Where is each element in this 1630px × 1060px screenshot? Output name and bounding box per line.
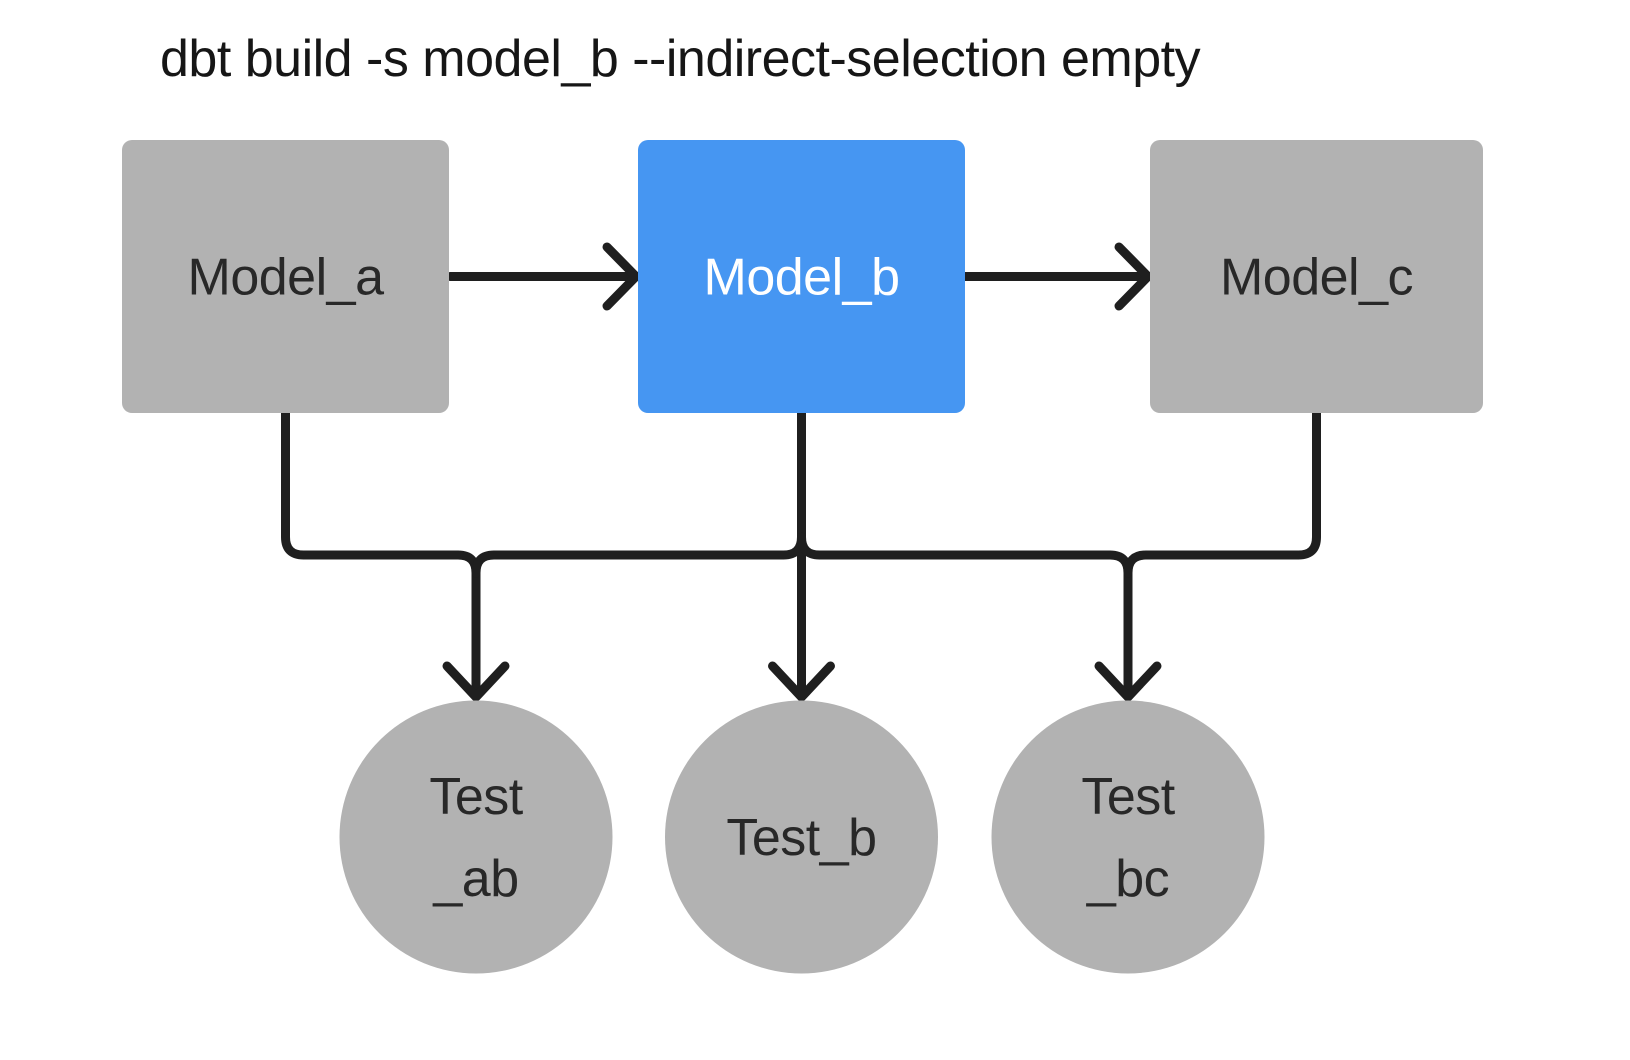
node-model-b-label: Model_b [704,249,900,307]
test-nodes: Test _ab Test_b Test _bc [339,700,1265,974]
node-test-ab [339,700,613,974]
node-model-b-selected [638,140,965,413]
arrowhead-into-test-b-icon [768,661,835,702]
arrowhead-into-model-b-icon [602,242,641,311]
node-model-a [122,140,449,413]
arrowhead-into-test-ab-icon [442,661,510,702]
node-test-bc [991,700,1265,974]
edge-model-b-to-test-bc [797,532,1133,697]
edge-lines [281,242,1321,702]
diagram-title: dbt build -s model_b --indirect-selectio… [160,30,1201,88]
node-test-b [665,700,938,974]
node-model-c [1150,140,1483,413]
model-nodes: Model_a Model_b Model_c [122,140,1483,413]
edge-model-b-to-test-ab [471,532,806,578]
node-test-bc-label-line2: _bc [1086,850,1169,908]
edge-model-a-to-test-ab [281,408,481,697]
node-test-ab-label-line2: _ab [432,850,518,908]
arrowhead-into-test-bc-icon [1094,661,1162,702]
arrowhead-into-model-c-icon [1114,242,1153,311]
node-test-b-label: Test_b [726,809,876,867]
node-test-ab-label-line1: Test [429,768,523,826]
node-test-bc-label-line1: Test [1081,768,1175,826]
edge-model-c-to-test-bc [1123,408,1321,578]
node-model-c-label: Model_c [1220,249,1413,307]
node-model-a-label: Model_a [188,249,385,307]
